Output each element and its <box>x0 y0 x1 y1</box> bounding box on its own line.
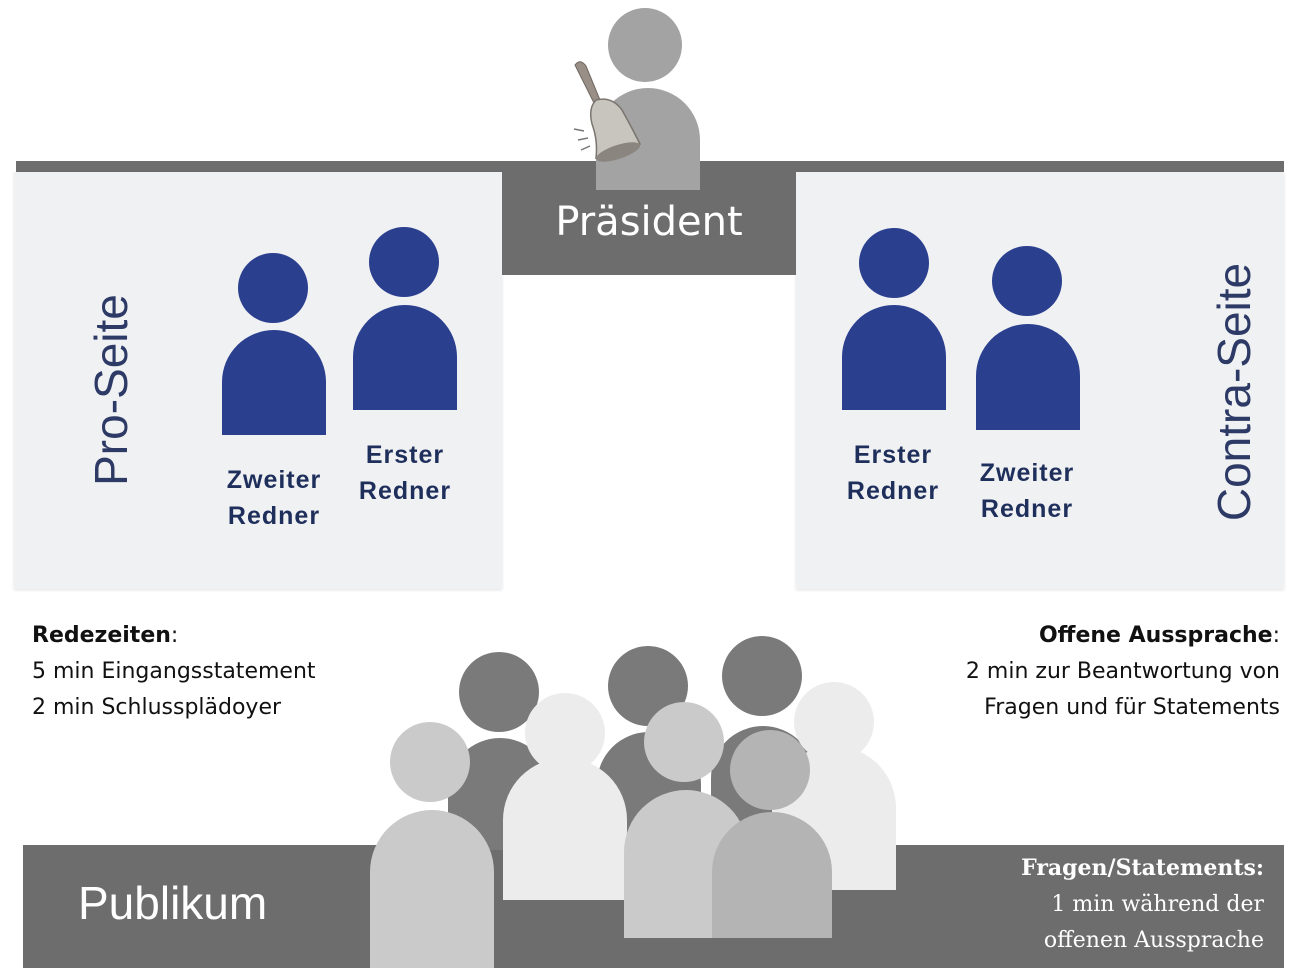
fragen-title: Fragen/Statements: <box>1021 855 1264 881</box>
president-label: Präsident <box>555 199 743 245</box>
fragen-line1: 1 min während der <box>1051 892 1264 917</box>
publikum-label: Publikum <box>78 877 268 929</box>
contra-second-speaker-figure <box>976 246 1080 430</box>
redezeiten-line1: 5 min Eingangsstatement <box>32 659 316 684</box>
president-box: Präsident <box>502 172 796 275</box>
fragen-info: Fragen/Statements: 1 min während der off… <box>1021 850 1264 959</box>
contra-second-speaker-label: Zweiter Redner <box>952 455 1102 527</box>
redezeiten-info: Redezeiten: 5 min Eingangsstatement 2 mi… <box>32 618 316 726</box>
aussprache-title: Offene Aussprache <box>1038 623 1273 648</box>
speaker-label-line2: Redner <box>846 477 940 505</box>
contra-first-speaker-label: Erster Redner <box>818 437 968 509</box>
aussprache-line2: Fragen und für Statements <box>984 695 1280 720</box>
aussprache-line1: 2 min zur Beantwortung von <box>965 659 1280 684</box>
pro-first-speaker-label: Erster Redner <box>330 437 480 509</box>
fragen-line2: offenen Aussprache <box>1043 928 1264 953</box>
speaker-label-line1: Erster <box>853 441 933 469</box>
bell-icon <box>573 61 642 162</box>
speaker-label-line1: Zweiter <box>979 459 1075 487</box>
speaker-label-line2: Redner <box>358 477 452 505</box>
pro-second-speaker-figure <box>222 253 326 435</box>
redezeiten-title: Redezeiten <box>32 623 171 648</box>
aussprache-info: Offene Aussprache: 2 min zur Beantwortun… <box>966 618 1280 726</box>
speaker-label-line1: Zweiter <box>226 466 322 494</box>
speaker-label-line2: Redner <box>980 495 1074 523</box>
pro-second-speaker-label: Zweiter Redner <box>199 462 349 534</box>
redezeiten-line2: 2 min Schlussplädoyer <box>32 695 282 720</box>
contra-first-speaker-figure <box>842 228 946 410</box>
speaker-label-line2: Redner <box>227 502 321 530</box>
speaker-label-line1: Erster <box>365 441 445 469</box>
pro-first-speaker-figure <box>353 227 457 410</box>
